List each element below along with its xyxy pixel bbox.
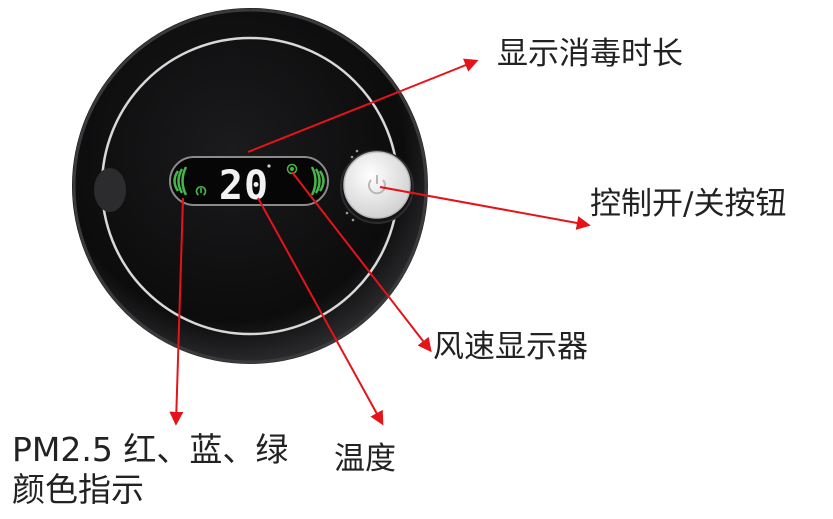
fan-indicator-bars (310, 166, 325, 196)
arrow-power (379, 186, 591, 230)
callout-power-button: 控制开/关按钮 (590, 186, 787, 222)
pm-indicator-bars (173, 166, 188, 196)
arrow-temp (257, 197, 384, 426)
arrow-fan (291, 171, 432, 353)
power-icon (368, 175, 386, 195)
callout-arrows (169, 58, 591, 426)
power-button[interactable] (343, 151, 411, 219)
degree-dot (267, 164, 271, 168)
callout-pm-indicator: PM2.5 红、蓝、绿颜色指示 (12, 430, 289, 509)
device-outer-rim (72, 8, 428, 364)
temperature-display: 20 (219, 163, 269, 209)
callout-fan-speed: 风速显示器 (433, 329, 588, 365)
display-panel (169, 156, 329, 206)
arrow-duration (247, 58, 479, 153)
callout-temperature: 温度 (334, 441, 396, 477)
rim-highlight (94, 168, 126, 212)
button-ticks (345, 149, 359, 222)
pm-power-icon (195, 186, 207, 196)
callout-duration: 显示消毒时长 (497, 36, 683, 72)
arrow-pm (169, 197, 184, 426)
